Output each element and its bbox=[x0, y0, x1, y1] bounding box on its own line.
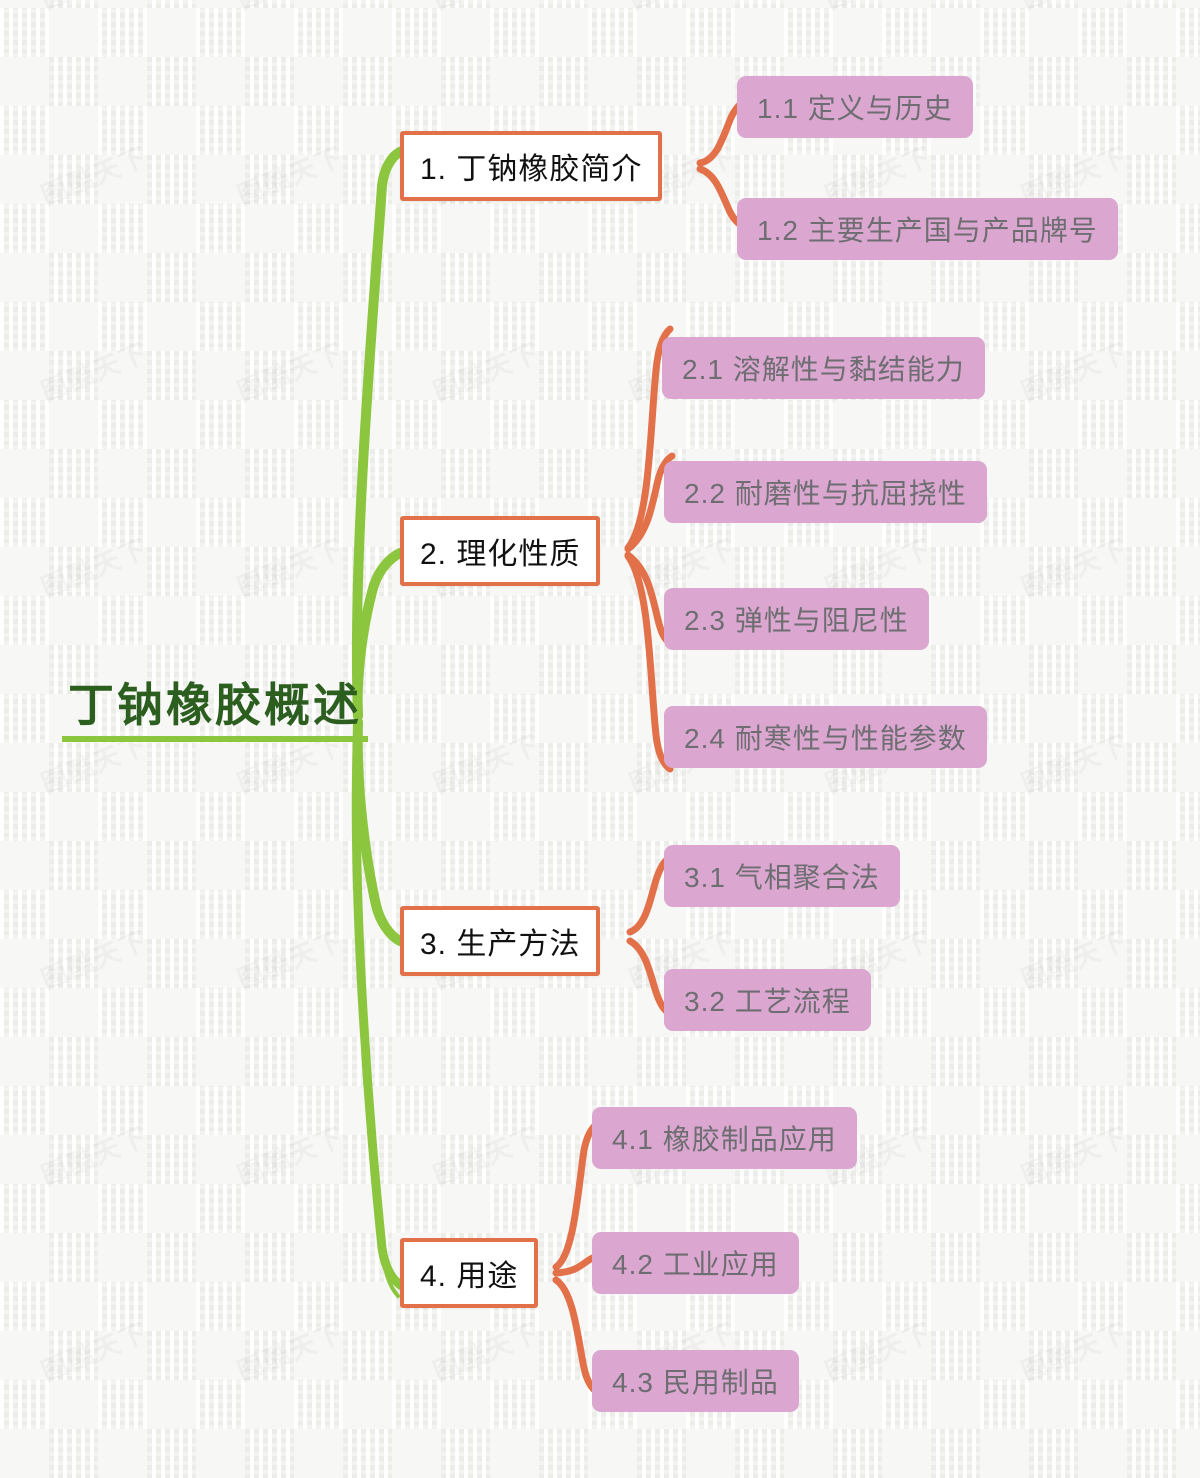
branch-node-2-label: 2. 理化性质 bbox=[420, 538, 581, 571]
subbranch-node-2-2-label: 2.2 耐磨性与抗屈挠性 bbox=[684, 478, 967, 509]
branch-node-3[interactable]: 3. 生产方法 bbox=[400, 906, 601, 976]
branch-node-4[interactable]: 4. 用途 bbox=[400, 1238, 539, 1308]
subbranch-node-3-1[interactable]: 3.1 气相聚合法 bbox=[664, 845, 900, 907]
branch-node-2[interactable]: 2. 理化性质 bbox=[400, 516, 601, 586]
root-node-label: 丁钠橡胶概述 bbox=[68, 680, 362, 731]
subbranch-node-2-1-label: 2.1 溶解性与黏结能力 bbox=[682, 354, 965, 385]
subbranch-node-2-3-label: 2.3 弹性与阻尼性 bbox=[684, 605, 909, 636]
root-node[interactable]: 丁钠橡胶概述 bbox=[62, 680, 368, 743]
subbranch-node-1-1[interactable]: 1.1 定义与历史 bbox=[737, 76, 973, 138]
branch-node-4-label: 4. 用途 bbox=[420, 1260, 519, 1293]
subbranch-node-2-3[interactable]: 2.3 弹性与阻尼性 bbox=[664, 588, 929, 650]
branch-node-1-label: 1. 丁钠橡胶简介 bbox=[420, 153, 643, 186]
subbranch-node-3-2-label: 3.2 工艺流程 bbox=[684, 986, 851, 1017]
subbranch-node-3-2[interactable]: 3.2 工艺流程 bbox=[664, 969, 871, 1031]
subbranch-node-1-2[interactable]: 1.2 主要生产国与产品牌号 bbox=[737, 198, 1118, 260]
subbranch-node-1-2-label: 1.2 主要生产国与产品牌号 bbox=[757, 215, 1098, 246]
subbranch-node-4-2[interactable]: 4.2 工业应用 bbox=[592, 1232, 799, 1294]
subbranch-node-1-1-label: 1.1 定义与历史 bbox=[757, 93, 953, 124]
subbranch-node-2-4-label: 2.4 耐寒性与性能参数 bbox=[684, 723, 967, 754]
branch-node-3-label: 3. 生产方法 bbox=[420, 928, 581, 961]
subbranch-node-2-1[interactable]: 2.1 溶解性与黏结能力 bbox=[662, 337, 985, 399]
subbranch-node-4-3-label: 4.3 民用制品 bbox=[612, 1367, 779, 1398]
subbranch-node-4-1[interactable]: 4.1 橡胶制品应用 bbox=[592, 1107, 857, 1169]
branch-node-1[interactable]: 1. 丁钠橡胶简介 bbox=[400, 131, 663, 201]
subbranch-node-4-2-label: 4.2 工业应用 bbox=[612, 1249, 779, 1280]
subbranch-node-4-1-label: 4.1 橡胶制品应用 bbox=[612, 1124, 837, 1155]
subbranch-node-3-1-label: 3.1 气相聚合法 bbox=[684, 862, 880, 893]
subbranch-node-4-3[interactable]: 4.3 民用制品 bbox=[592, 1350, 799, 1412]
subbranch-node-2-2[interactable]: 2.2 耐磨性与抗屈挠性 bbox=[664, 461, 987, 523]
subbranch-node-2-4[interactable]: 2.4 耐寒性与性能参数 bbox=[664, 706, 987, 768]
